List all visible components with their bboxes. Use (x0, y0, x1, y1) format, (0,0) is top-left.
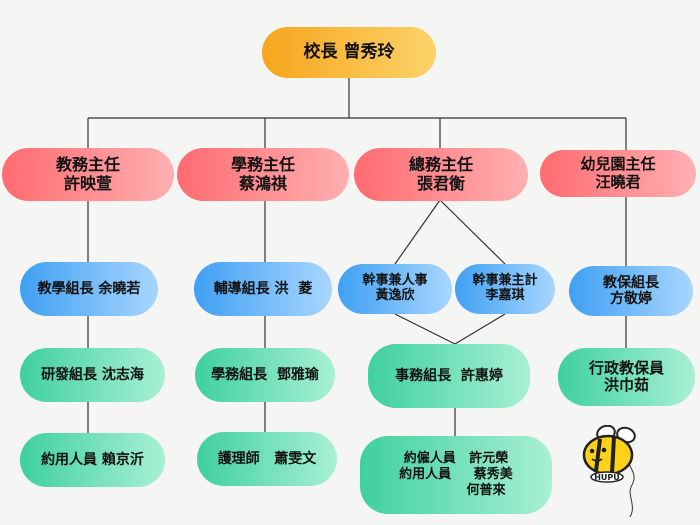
hupu-logo: HUPU (582, 424, 652, 520)
personnel-officer-node: 幹事兼人事 黃逸欣 (338, 264, 452, 314)
kindergarten-director-node: 幼兒園主任 汪曉君 (540, 150, 696, 197)
kindergarten-director-name: 汪曉君 (595, 172, 641, 191)
admin-educator-node: 行政教保員 洪巾茹 (558, 348, 695, 406)
accounting-officer-node: 幹事兼主計 李嘉琪 (455, 264, 555, 314)
academic-director-title: 教務主任 (55, 155, 120, 175)
personnel-officer-title: 幹事兼人事 (362, 273, 428, 289)
admin-educator-name: 洪巾茹 (603, 376, 649, 394)
academic-director-name: 許映萱 (63, 173, 112, 193)
student-affairs-leader-label: 學務組長 鄧雅瑜 (211, 366, 319, 383)
nurse-label: 護理師 蕭雯文 (217, 450, 317, 467)
academic-contract-staff-label: 約用人員 賴京沂 (41, 451, 144, 468)
counseling-leader-node: 輔導組長 洪 菱 (194, 262, 332, 316)
student-director-name: 蔡鴻祺 (238, 173, 287, 193)
general-director-name: 張君衡 (416, 173, 465, 193)
general-director-title: 總務主任 (408, 155, 473, 175)
general-staff-node: 約僱人員 許元榮 約用人員 蔡秀美 何普來 (360, 436, 552, 514)
student-director-node: 學務主任 蔡鴻祺 (177, 148, 349, 201)
accounting-officer-name: 李嘉琪 (485, 288, 525, 303)
affairs-leader-label: 事務組長 許惠婷 (395, 367, 503, 384)
accounting-officer-title: 幹事兼主計 (472, 273, 538, 289)
general-director-node: 總務主任 張君衡 (354, 148, 528, 201)
academic-contract-staff-node: 約用人員 賴京沂 (20, 433, 165, 487)
research-leader-label: 研發組長 沈志海 (41, 366, 144, 383)
general-staff-line1: 約僱人員 許元榮 (403, 450, 509, 466)
student-affairs-leader-node: 學務組長 鄧雅瑜 (195, 348, 335, 402)
general-staff-line2: 約用人員 蔡秀美 (399, 466, 513, 482)
kindergarten-director-title: 幼兒園主任 (580, 155, 656, 174)
care-leader-node: 教保組長 方敬婷 (569, 266, 693, 316)
care-leader-name: 方敬婷 (610, 291, 652, 307)
affairs-leader-node: 事務組長 許惠婷 (368, 344, 530, 408)
logo-text: HUPU (594, 473, 620, 482)
principal-node: 校長 曾秀玲 (262, 27, 436, 78)
student-director-title: 學務主任 (230, 155, 295, 175)
research-leader-node: 研發組長 沈志海 (20, 348, 165, 402)
nurse-node: 護理師 蕭雯文 (197, 432, 337, 486)
academic-director-node: 教務主任 許映萱 (2, 148, 174, 201)
bee-icon: HUPU (582, 424, 636, 518)
care-leader-title: 教保組長 (603, 274, 659, 291)
personnel-officer-name: 黃逸欣 (375, 288, 415, 303)
general-staff-line3: 何普來 (466, 483, 506, 499)
counseling-leader-label: 輔導組長 洪 菱 (213, 280, 313, 297)
principal-label: 校長 曾秀玲 (303, 41, 395, 62)
teaching-leader-node: 教學組長 余曉若 (20, 262, 158, 316)
admin-educator-title: 行政教保員 (588, 358, 664, 377)
teaching-leader-label: 教學組長 余曉若 (37, 280, 141, 297)
